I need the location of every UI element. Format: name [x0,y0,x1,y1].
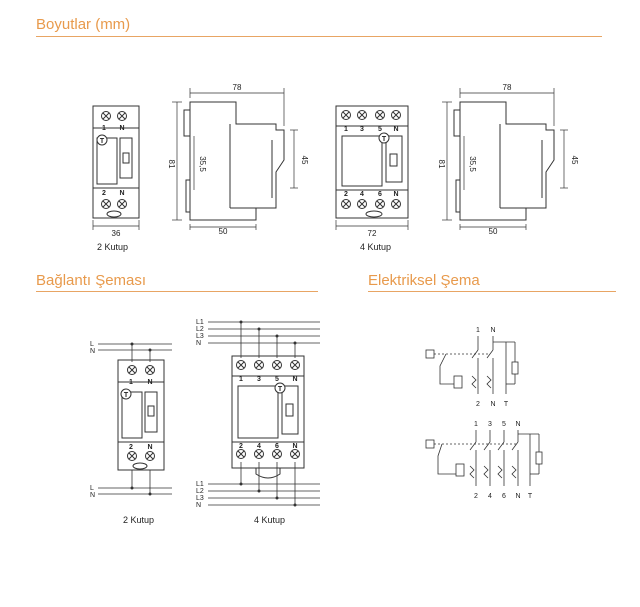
caption-connection-2-pole: 2 Kutup [123,515,155,525]
caption-dims-4-pole: 4 Kutup [360,242,392,252]
conn-4p-line-l3-top: L3 [196,333,204,340]
connection-diagram-4-pole: T 1 3 5 N 2 4 6 N L1 L2 L3 N L1 L2 L3 N [196,319,320,509]
height-dimension-2p: 81 [167,160,176,169]
side-view-4-pole: 78 81 35,5 45 50 [437,83,579,236]
conn-2p-terminal-1: 1 [129,379,133,386]
conn-4p-line-n-bottom: N [196,502,201,509]
terminal-top-n-4p: N [393,126,398,133]
terminal-bottom-n: N [119,190,124,197]
conn-2p-terminal-2: 2 [129,444,133,451]
terminal-bottom-4-4p: 4 [360,191,364,198]
elec-2p-bottom-n: N [490,401,495,408]
rail-dimension-4p: 35,5 [468,156,477,172]
electrical-schematic-4-pole: 1 3 5 N 2 4 6 N T [425,421,543,500]
elec-4p-top-1: 1 [474,421,478,428]
conn-4p-terminal-2: 2 [239,443,243,450]
conn-4p-line-n-top: N [196,340,201,347]
conn-4p-terminal-n: N [292,376,297,383]
terminal-bottom-2-4p: 2 [344,191,348,198]
width-dimension-4p: 72 [368,229,377,238]
conn-2p-terminal-n: N [147,379,152,386]
test-button-label: T [100,138,105,145]
width-dimension-2p: 36 [112,229,121,238]
elec-2p-top-n: N [490,327,495,334]
conn-4p-terminal-1: 1 [239,376,243,383]
conn-2p-test-label: T [124,392,129,399]
elec-4p-bottom-4: 4 [488,493,492,500]
elec-4p-bottom-t: T [528,493,533,500]
conn-4p-line-l2-top: L2 [196,326,204,333]
connection-divider [36,291,318,292]
conn-4p-terminal-n-bottom: N [292,443,297,450]
conn-2p-line-l-bottom: L [90,485,94,492]
elec-4p-bottom-n: N [515,493,520,500]
elec-4p-top-5: 5 [502,421,506,428]
front-view-2-pole: T 1 N 2 N 36 [92,105,140,238]
electrical-schematic-2-pole: 1 N 2 N T [425,327,519,408]
terminal-bottom-6-4p: 6 [378,191,382,198]
depth-dimension-2p: 78 [233,83,242,92]
terminal-top-1-4p: 1 [344,126,348,133]
depth-dimension-4p: 78 [503,83,512,92]
elec-2p-bottom-2: 2 [476,401,480,408]
terminal-top-n: N [119,125,124,132]
conn-4p-test-label: T [278,386,283,393]
side-view-2-pole: 78 81 35,5 45 50 [167,83,309,236]
conn-4p-terminal-5: 5 [275,376,279,383]
conn-2p-line-l-top: L [90,341,94,348]
terminal-top-5-4p: 5 [378,126,382,133]
elec-2p-bottom-t: T [504,401,509,408]
connection-diagram-2-pole: T 1 N 2 N L N L N [90,341,172,499]
connection-title: Bağlantı Şeması [36,272,147,289]
elec-4p-top-n: N [515,421,520,428]
base-dimension-2p: 50 [219,227,228,236]
caption-dims-2-pole: 2 Kutup [97,242,129,252]
electrical-divider [368,291,616,292]
test-button-label-4p: T [382,136,387,143]
dimensions-divider [36,36,602,37]
terminal-bottom-n-4p: N [393,191,398,198]
conn-4p-line-l1-bottom: L1 [196,481,204,488]
conn-2p-line-n-bottom: N [90,492,95,499]
conn-4p-terminal-3: 3 [257,376,261,383]
conn-4p-line-l2-bottom: L2 [196,488,204,495]
conn-4p-terminal-6: 6 [275,443,279,450]
terminal-top-1: 1 [102,125,106,132]
electrical-title: Elektriksel Şema [368,272,480,289]
front-view-4-pole: T 1 3 5 N 2 4 6 N 72 [335,105,409,238]
front-dimension-2p: 45 [300,156,309,165]
terminal-top-3-4p: 3 [360,126,364,133]
elec-2p-top-1: 1 [476,327,480,334]
conn-2p-line-n-top: N [90,348,95,355]
dimensions-title: Boyutlar (mm) [36,16,131,33]
elec-4p-bottom-2: 2 [474,493,478,500]
front-dimension-4p: 45 [570,156,579,165]
conn-4p-line-l1-top: L1 [196,319,204,326]
conn-4p-terminal-4: 4 [257,443,261,450]
conn-4p-line-l3-bottom: L3 [196,495,204,502]
conn-2p-terminal-n-bottom: N [147,444,152,451]
height-dimension-4p: 81 [437,160,446,169]
caption-connection-4-pole: 4 Kutup [254,515,286,525]
elec-4p-top-3: 3 [488,421,492,428]
terminal-bottom-2: 2 [102,190,106,197]
elec-4p-bottom-6: 6 [502,493,506,500]
rail-dimension-2p: 35,5 [198,156,207,172]
base-dimension-4p: 50 [489,227,498,236]
